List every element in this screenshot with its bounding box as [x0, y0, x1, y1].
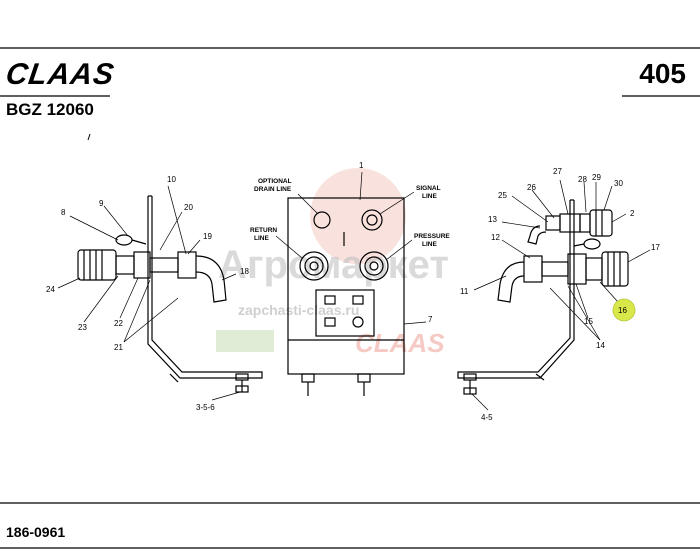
- callout-8[interactable]: 8: [61, 208, 66, 217]
- callout-17[interactable]: 17: [651, 243, 660, 252]
- callout-1[interactable]: 1: [359, 161, 364, 170]
- left-assembly: [77, 195, 263, 393]
- highlight-marker: [612, 298, 636, 322]
- callout-7[interactable]: 7: [428, 315, 433, 324]
- callout-9[interactable]: 9: [99, 199, 104, 208]
- optional-label: OPTIONAL: [258, 178, 292, 185]
- callout-15[interactable]: 15: [584, 317, 593, 326]
- callout-25[interactable]: 25: [498, 191, 507, 200]
- leader-lines: [57, 171, 651, 411]
- callout-21[interactable]: 21: [114, 343, 123, 352]
- model-name: BGZ 12060: [6, 100, 94, 119]
- callout-4-5[interactable]: 4-5: [481, 413, 493, 422]
- signal-label: SIGNAL: [416, 185, 441, 192]
- right-assembly: [457, 199, 629, 395]
- callout-11[interactable]: 11: [460, 287, 469, 296]
- center-plate: [287, 197, 405, 396]
- callout-13[interactable]: 13: [488, 215, 497, 224]
- watermark-gear-icon: [310, 168, 406, 264]
- callout-14[interactable]: 14: [596, 341, 605, 350]
- callout-28[interactable]: 28: [578, 175, 587, 184]
- page-frame: [0, 47, 700, 549]
- signal-line-label: LINE: [422, 193, 437, 200]
- watermark-url: zapchasti-claas.ru: [238, 302, 359, 318]
- callout-20[interactable]: 20: [184, 203, 193, 212]
- return-label: RETURN: [250, 227, 277, 234]
- page-number: 405: [639, 58, 686, 89]
- callout-3-5-6[interactable]: 3-5-6: [196, 403, 215, 412]
- callout-16[interactable]: 16: [618, 306, 627, 315]
- callout-23[interactable]: 23: [78, 323, 87, 332]
- callout-19[interactable]: 19: [203, 232, 212, 241]
- callout-29[interactable]: 29: [592, 173, 601, 182]
- callout-24[interactable]: 24: [46, 285, 55, 294]
- callout-26[interactable]: 26: [527, 183, 536, 192]
- callout-numbers: 10 9 8 20 19 18 24 23 22 21 3-5-6 1 7 27…: [46, 161, 660, 422]
- callout-18[interactable]: 18: [240, 267, 249, 276]
- callout-30[interactable]: 30: [614, 179, 623, 188]
- pressure-label: PRESSURE: [414, 233, 450, 240]
- pressure-line-label: LINE: [422, 241, 437, 248]
- drain-line-label: DRAIN LINE: [254, 186, 292, 193]
- line-labels: OPTIONAL DRAIN LINE SIGNAL LINE RETURN L…: [250, 178, 450, 248]
- callout-2[interactable]: 2: [630, 209, 635, 218]
- callout-22[interactable]: 22: [114, 319, 123, 328]
- document-number: 186-0961: [6, 524, 66, 540]
- watermark-brand: CLAAS: [355, 328, 445, 358]
- return-line-label: LINE: [254, 235, 269, 242]
- watermark-name: Агромаркет: [218, 243, 449, 287]
- callout-12[interactable]: 12: [491, 233, 500, 242]
- callout-27[interactable]: 27: [553, 167, 562, 176]
- watermark: Агромаркет zapchasti-claas.ru CLAAS: [216, 168, 449, 358]
- callout-10[interactable]: 10: [167, 175, 176, 184]
